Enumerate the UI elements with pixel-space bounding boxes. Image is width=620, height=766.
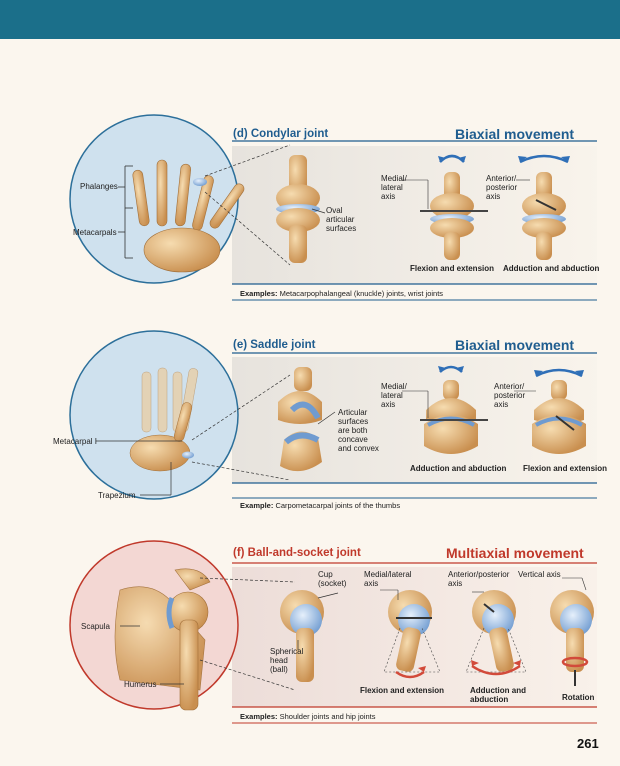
saddle-adduction-figure xyxy=(420,365,488,454)
hand-circle-e xyxy=(69,330,239,500)
ball-socket-examples: Examples: Shoulder joints and hip joints xyxy=(240,712,376,721)
label-trapezium: Trapezium xyxy=(98,491,136,500)
condylar-joint-closeup xyxy=(276,155,320,263)
ball-flexion-figure xyxy=(383,590,441,679)
condylar-examples: Examples: Metacarpophalangeal (knuckle) … xyxy=(240,289,444,298)
shoulder-bones xyxy=(114,568,211,711)
caption-rotation: Rotation xyxy=(562,693,595,702)
label-humerus: Humerus xyxy=(124,680,157,689)
caption-flexion-extension-f: Flexion and extension xyxy=(360,686,445,695)
section-saddle xyxy=(69,330,597,500)
label-anterior-posterior-axis-e: Anterior/ posterior axis xyxy=(494,382,526,409)
hand-bones-d xyxy=(132,159,245,273)
condylar-flexion-figure xyxy=(420,154,488,260)
label-metacarpals: Metacarpals xyxy=(73,228,117,237)
top-banner xyxy=(0,0,620,39)
saddle-movement-heading: Biaxial movement xyxy=(455,337,575,353)
saddle-title: (e) Saddle joint xyxy=(233,339,316,351)
label-medial-lateral-axis-e: Medial/ lateral axis xyxy=(381,382,407,409)
saddle-examples: Example: Carpometacarpal joints of the t… xyxy=(240,501,401,510)
ball-socket-closeup xyxy=(280,590,324,682)
caption-adduction-abduction-f: Adduction and abduction xyxy=(470,686,526,704)
caption-flexion-extension-d: Flexion and extension xyxy=(410,264,495,273)
caption-adduction-abduction-d: Adduction and abduction xyxy=(503,264,600,273)
caption-flexion-extension-e: Flexion and extension xyxy=(523,464,608,473)
ball-adduction-figure xyxy=(465,590,527,676)
label-anterior-posterior-axis-d: Anterior/ posterior axis xyxy=(486,174,518,201)
ball-socket-movement-heading: Multiaxial movement xyxy=(446,545,584,561)
saddle-joint-closeup xyxy=(278,367,322,472)
label-medial-lateral-axis-f: Medial/lateral axis xyxy=(364,570,412,588)
label-anterior-posterior-axis-f: Anterior/posterior axis xyxy=(448,570,510,588)
label-medial-lateral-axis-d: Medial/ lateral axis xyxy=(381,174,407,201)
condylar-title: (d) Condylar joint xyxy=(233,128,329,140)
label-vertical-axis: Vertical axis xyxy=(518,570,561,579)
ball-rotation-figure xyxy=(550,590,594,686)
label-spherical-head: Spherical head (ball) xyxy=(270,647,304,674)
caption-adduction-abduction-e: Adduction and abduction xyxy=(410,464,507,473)
page-number: 261 xyxy=(577,736,599,751)
label-oval-articular-surfaces: Oval articular surfaces xyxy=(326,206,357,233)
section-condylar xyxy=(69,114,597,301)
label-articular-surfaces-saddle: Articular surfaces are both concave and … xyxy=(338,408,379,453)
ball-socket-title: (f) Ball-and-socket joint xyxy=(233,547,361,559)
condylar-adduction-figure xyxy=(518,154,570,260)
section-ball-and-socket xyxy=(69,540,597,724)
label-phalanges: Phalanges xyxy=(80,182,118,191)
label-cup-socket: Cup (socket) xyxy=(318,570,347,588)
label-metacarpal-i: Metacarpal I xyxy=(53,437,98,446)
condylar-movement-heading: Biaxial movement xyxy=(455,126,575,142)
saddle-flexion-figure xyxy=(532,368,586,454)
label-scapula: Scapula xyxy=(81,622,110,631)
